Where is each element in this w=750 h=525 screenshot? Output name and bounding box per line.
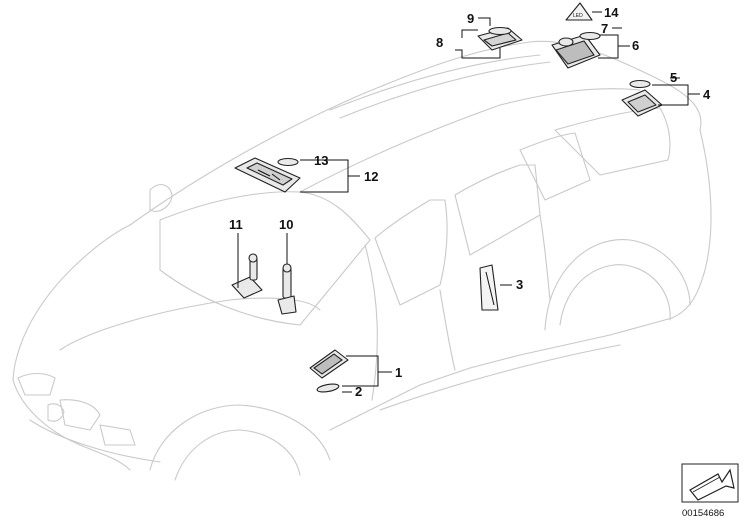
car-outline: [12, 40, 712, 481]
callout-13: 13: [314, 153, 328, 168]
arrow-icon: [689, 468, 735, 501]
part-1-door-light: [309, 349, 349, 393]
callout-12: 12: [364, 169, 378, 184]
part-12-overhead-console: [234, 157, 301, 193]
part-11-switch: [231, 253, 263, 299]
svg-text:LED: LED: [573, 13, 583, 19]
callout-5: 5: [670, 70, 677, 85]
callout-8: 8: [436, 35, 443, 50]
callout-10: 10: [279, 217, 293, 232]
orientation-box: [681, 463, 739, 503]
callout-2: 2: [355, 384, 362, 399]
leader-lines: [237, 11, 700, 393]
callout-4: 4: [703, 87, 711, 102]
callout-7: 7: [601, 21, 608, 36]
part-4-rear-lamp: [621, 79, 663, 117]
part-8-interior-light: [477, 26, 523, 51]
part-6-reading-lamp: [551, 31, 601, 69]
callout-9: 9: [467, 11, 474, 26]
callout-labels: 1 2 3 4 5 6 7 8 9 10 11 12 13 14: [229, 5, 711, 399]
part-3-pad: [479, 264, 499, 311]
callout-6: 6: [632, 38, 639, 53]
callout-1: 1: [395, 365, 402, 380]
callout-11: 11: [229, 217, 243, 232]
callout-3: 3: [516, 277, 523, 292]
part-10-sensor: [277, 263, 297, 315]
part-14-warning-label: LED: [565, 2, 593, 21]
document-id: 00154686: [682, 508, 724, 519]
callout-14: 14: [604, 5, 619, 20]
